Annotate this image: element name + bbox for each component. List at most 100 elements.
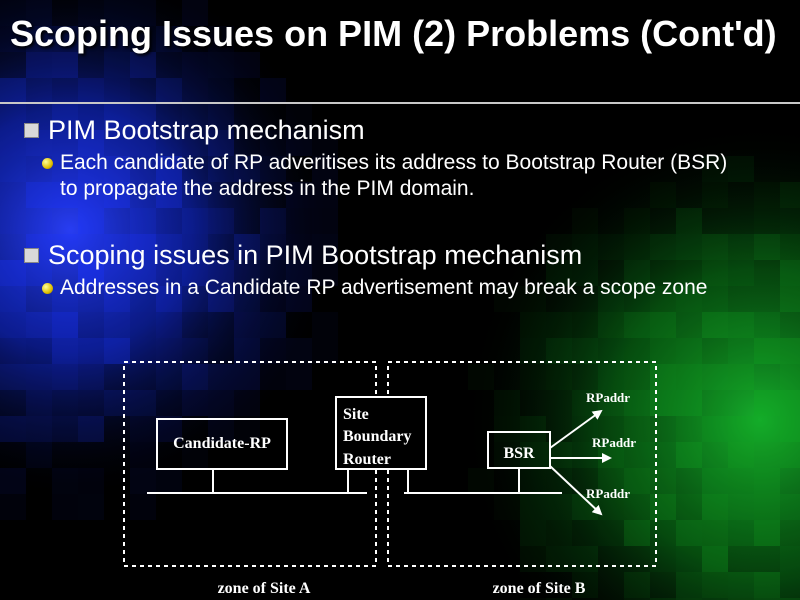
glow-tile <box>702 338 728 364</box>
glow-tile <box>234 364 260 390</box>
glow-tile <box>572 572 598 598</box>
glow-tile <box>624 520 650 546</box>
round-bullet-icon <box>42 283 53 294</box>
glow-tile <box>650 286 676 312</box>
rpaddr-arrow-up <box>549 409 603 449</box>
glow-tile <box>78 130 104 156</box>
glow-tile <box>624 234 650 260</box>
glow-tile <box>598 364 624 390</box>
glow-tile <box>104 52 130 78</box>
glow-tile <box>572 260 598 286</box>
page-title: Scoping Issues on PIM (2) Problems (Cont… <box>10 13 777 54</box>
glow-tile <box>0 208 26 234</box>
glow-tile <box>702 234 728 260</box>
glow-tile <box>104 390 130 416</box>
glow-tile <box>598 286 624 312</box>
glow-tile <box>78 208 104 234</box>
glow-tile <box>676 572 702 598</box>
glow-tile <box>676 286 702 312</box>
glow-tile <box>0 26 26 52</box>
glow-tile <box>104 312 130 338</box>
glow-tile <box>130 0 156 26</box>
glow-tile <box>234 312 260 338</box>
glow-tile <box>130 442 156 468</box>
glow-tile <box>104 338 130 364</box>
glow-tile <box>78 468 104 494</box>
glow-tile <box>650 338 676 364</box>
glow-tile <box>234 156 260 182</box>
glow-tile <box>0 468 26 494</box>
glow-tile <box>520 546 546 572</box>
glow-tile <box>130 468 156 494</box>
glow-tile <box>520 338 546 364</box>
router-label-line-2: Boundary <box>343 428 411 445</box>
glow-tile <box>520 520 546 546</box>
glow-tile <box>78 364 104 390</box>
zone-site-a-label: zone of Site A <box>218 580 311 597</box>
glow-tile <box>598 468 624 494</box>
glow-tile <box>52 156 78 182</box>
glow-tile <box>598 312 624 338</box>
glow-tile <box>260 78 286 104</box>
glow-tile <box>156 208 182 234</box>
glow-tile <box>182 234 208 260</box>
glow-tile <box>546 312 572 338</box>
glow-tile <box>650 546 676 572</box>
glow-tile <box>78 338 104 364</box>
glow-tile <box>702 416 728 442</box>
glow-tile <box>182 52 208 78</box>
glow-tile <box>754 234 780 260</box>
glow-tile <box>156 468 182 494</box>
glow-tile <box>728 598 754 600</box>
glow-tile <box>624 468 650 494</box>
glow-tile <box>130 286 156 312</box>
glow-tile <box>702 312 728 338</box>
glow-tile <box>78 104 104 130</box>
glow-tile <box>676 364 702 390</box>
glow-tile <box>546 520 572 546</box>
glow-tile <box>546 260 572 286</box>
glow-tile <box>182 78 208 104</box>
glow-tile <box>702 572 728 598</box>
glow-tile <box>546 598 572 600</box>
bullet-2-text: Scoping issues in PIM Bootstrap mechanis… <box>48 240 583 270</box>
glow-tile <box>754 416 780 442</box>
glow-tile <box>780 390 800 416</box>
glow-tile <box>208 78 234 104</box>
glow-tile <box>52 78 78 104</box>
glow-tile <box>676 546 702 572</box>
glow-tile <box>702 468 728 494</box>
rpaddr-label-middle: RPaddr <box>592 435 636 450</box>
glow-tile <box>130 390 156 416</box>
glow-tile <box>728 260 754 286</box>
glow-tile <box>52 104 78 130</box>
glow-tile <box>702 364 728 390</box>
glow-tile <box>26 26 52 52</box>
glow-tile <box>26 312 52 338</box>
glow-tile <box>182 208 208 234</box>
glow-tile <box>156 156 182 182</box>
glow-tile <box>624 260 650 286</box>
glow-tile <box>676 208 702 234</box>
glow-tile <box>0 78 26 104</box>
glow-tile <box>104 260 130 286</box>
glow-tile <box>78 312 104 338</box>
glow-tile <box>754 494 780 520</box>
glow-tile <box>676 338 702 364</box>
glow-tile <box>728 364 754 390</box>
glow-tile <box>520 494 546 520</box>
glow-tile <box>728 416 754 442</box>
glow-tile <box>52 286 78 312</box>
glow-tile <box>546 234 572 260</box>
glow-tile <box>624 390 650 416</box>
glow-tile <box>130 234 156 260</box>
glow-tile <box>182 182 208 208</box>
glow-tile <box>182 286 208 312</box>
glow-tile <box>78 260 104 286</box>
square-bullet-icon <box>24 248 39 263</box>
glow-tile <box>104 208 130 234</box>
glow-tile <box>104 286 130 312</box>
glow-tile <box>234 260 260 286</box>
